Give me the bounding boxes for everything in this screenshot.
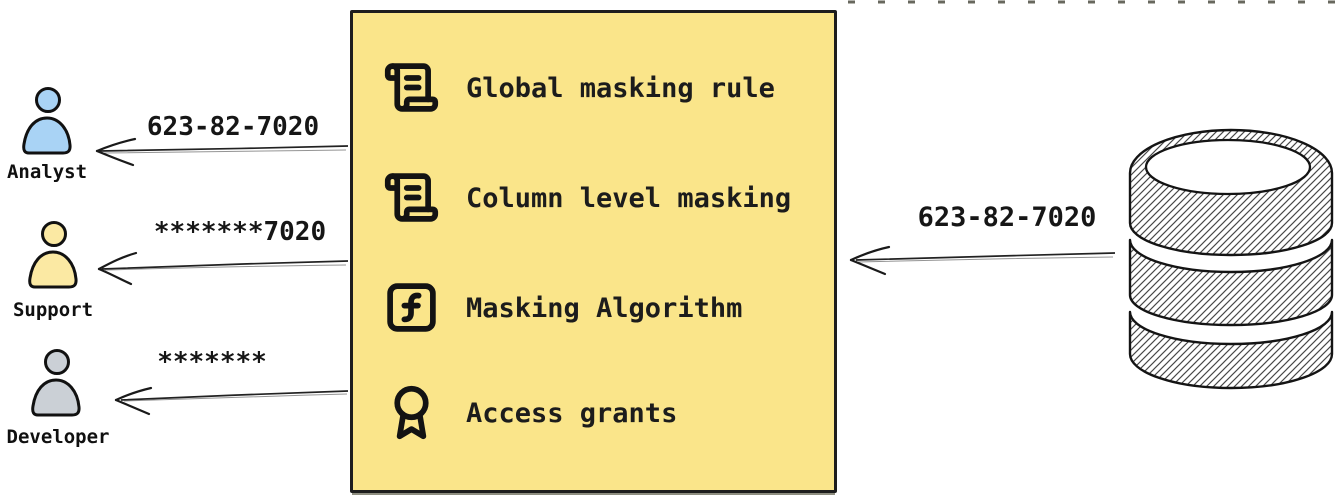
database-icon (1126, 124, 1336, 396)
scroll-text-icon (383, 169, 440, 226)
award-icon (383, 384, 440, 441)
panel-item-global-masking-rule: Global masking rule (383, 58, 820, 116)
developer-label: Developer (6, 426, 110, 448)
arrow-from-database (849, 245, 1116, 276)
panel-item-label: Column level masking (466, 182, 792, 214)
support-person-icon (26, 221, 80, 289)
analyst-person-icon (20, 87, 74, 155)
arrow-to-analyst (95, 137, 349, 167)
database-source-value: 623-82-7020 (917, 202, 1097, 233)
square-function-icon (383, 279, 440, 336)
panel-item-access-grants: Access grants (383, 383, 820, 441)
panel-item-label: Global masking rule (466, 72, 775, 104)
masking-policy-panel: Global masking rule Column level masking… (350, 10, 837, 493)
developer-masked-value: ******* (157, 347, 267, 377)
arrow-to-developer (114, 386, 349, 416)
support-masked-value: *******7020 (153, 217, 327, 247)
panel-item-label: Masking Algorithm (466, 292, 743, 324)
analyst-label: Analyst (6, 161, 88, 183)
panel-item-masking-algorithm: Masking Algorithm (383, 278, 820, 336)
developer-person-icon (29, 349, 83, 417)
support-label: Support (12, 299, 94, 321)
panel-item-label: Access grants (466, 397, 678, 429)
analyst-masked-value: 623-82-7020 (146, 112, 320, 142)
arrow-to-support (97, 251, 349, 286)
scroll-text-icon (383, 59, 440, 116)
panel-item-column-level-masking: Column level masking (383, 168, 820, 226)
